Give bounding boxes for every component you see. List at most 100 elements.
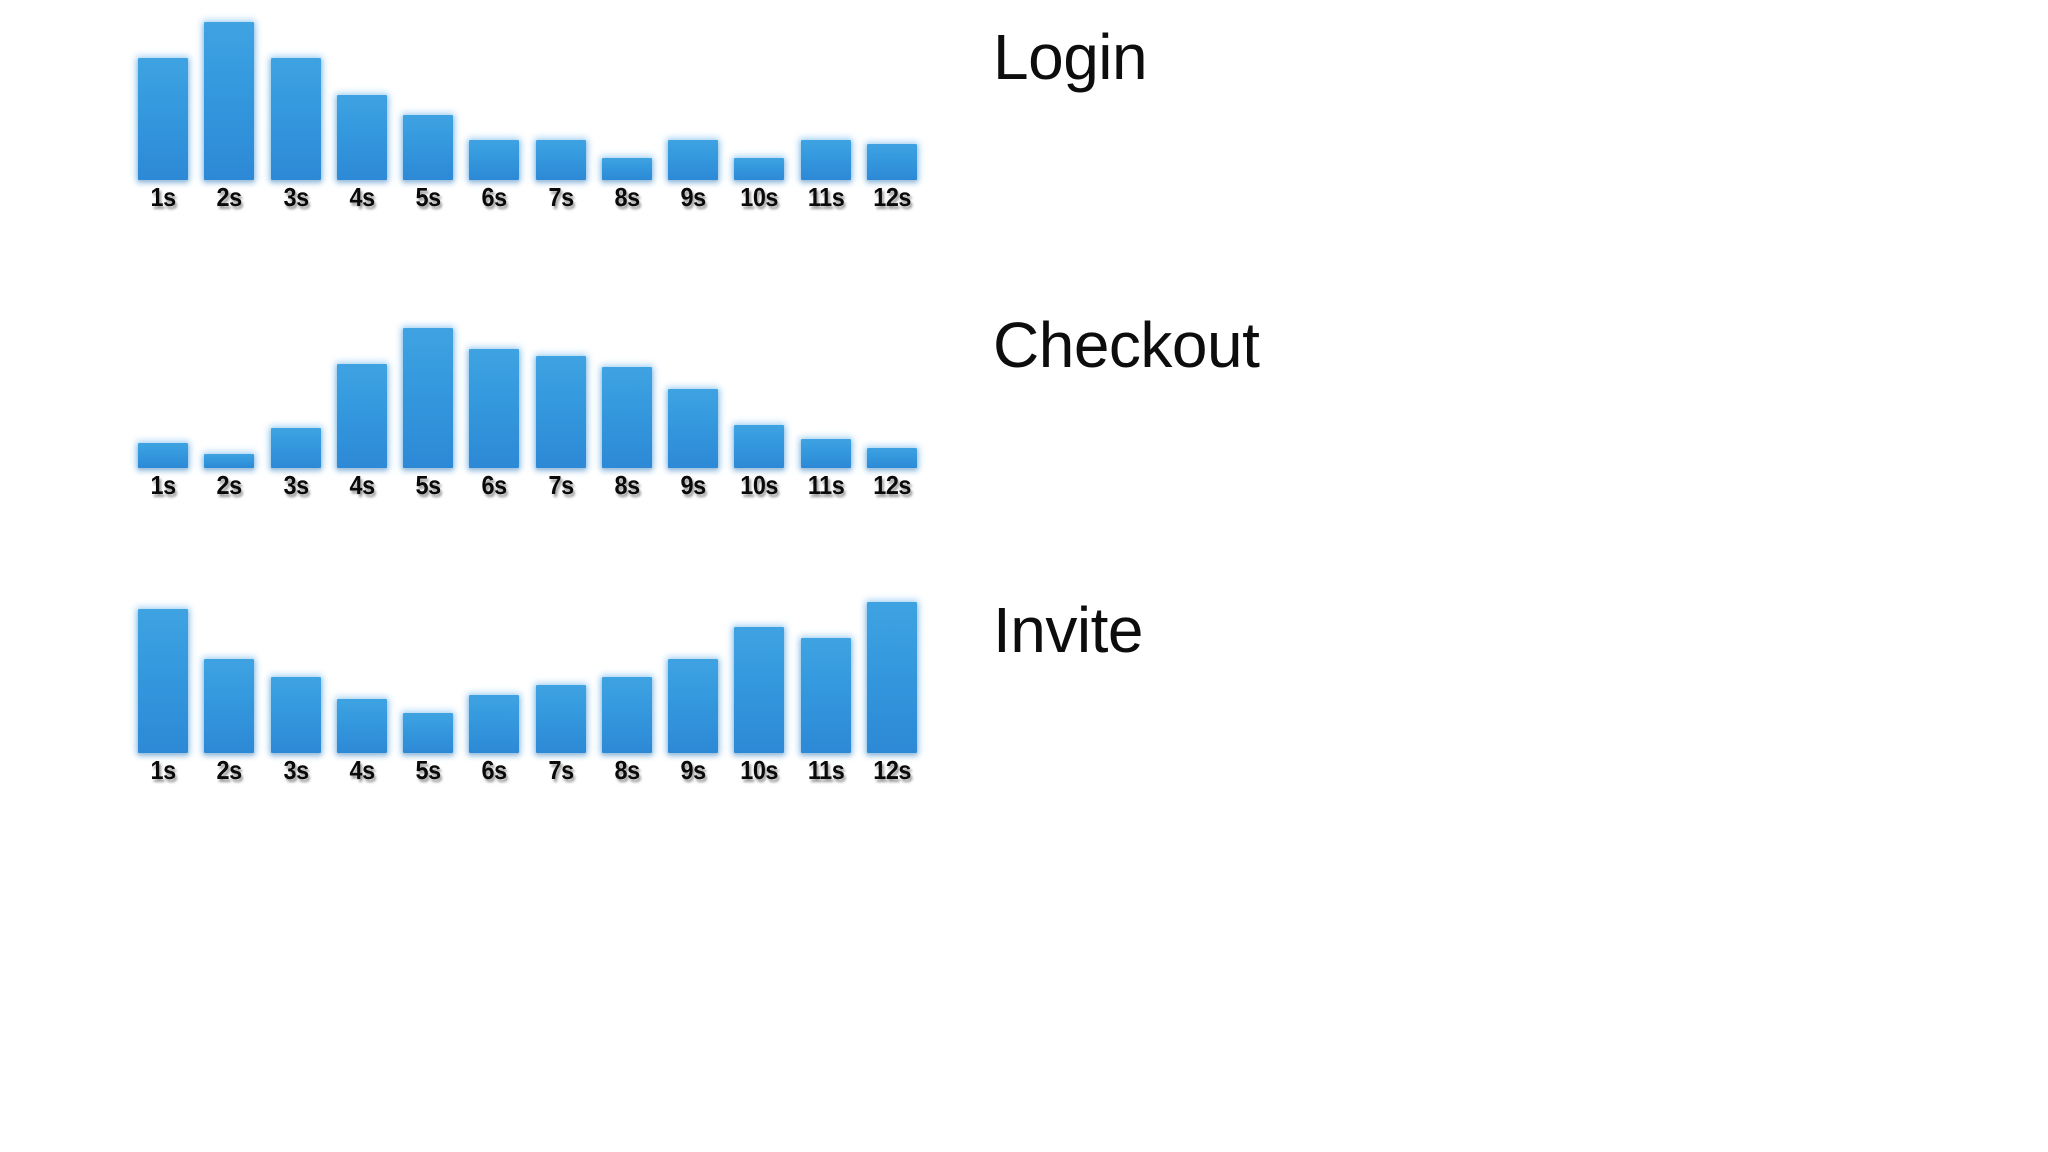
bar[interactable]: [469, 695, 520, 753]
bar-slot: [395, 573, 461, 753]
bar[interactable]: [204, 453, 255, 468]
bar-group-invite: [130, 573, 925, 753]
bar-slot: [793, 573, 859, 753]
tick-label: 2s: [216, 470, 243, 500]
bar[interactable]: [403, 713, 454, 753]
tick-label: 12s: [873, 182, 911, 212]
bar-slot: [461, 0, 527, 180]
bar[interactable]: [800, 140, 851, 180]
tick-label: 8s: [614, 182, 640, 212]
bar-slot: [594, 573, 660, 753]
bar-slot: [726, 0, 792, 180]
bar[interactable]: [734, 424, 785, 468]
bar[interactable]: [601, 158, 652, 180]
tick-label: 11s: [807, 182, 844, 212]
bar[interactable]: [270, 57, 321, 180]
bar[interactable]: [601, 677, 652, 753]
tick-label: 4s: [349, 755, 375, 785]
bar[interactable]: [204, 659, 255, 753]
bar[interactable]: [668, 140, 719, 180]
bar[interactable]: [866, 144, 917, 180]
bar-slot: [594, 288, 660, 468]
tick-label: 6s: [481, 182, 508, 212]
tick-label: 2s: [216, 182, 243, 212]
bar[interactable]: [270, 677, 321, 753]
bar[interactable]: [800, 439, 851, 468]
bar[interactable]: [866, 448, 917, 468]
bar-slot: [329, 0, 395, 180]
tick-label: 5s: [415, 470, 442, 500]
bar[interactable]: [734, 627, 785, 753]
tick-label: 11s: [807, 755, 844, 785]
chart-title-checkout: Checkout: [993, 309, 1260, 381]
bar[interactable]: [270, 428, 321, 468]
tick-label: 3s: [283, 755, 309, 785]
bar-slot: [196, 288, 262, 468]
bar[interactable]: [336, 95, 387, 180]
tick-label: 2s: [216, 755, 243, 785]
tick-label: 7s: [548, 755, 574, 785]
bar-slot: [660, 288, 726, 468]
tick-label: 8s: [614, 470, 640, 500]
bar[interactable]: [138, 609, 189, 753]
bar[interactable]: [668, 388, 719, 468]
bar[interactable]: [138, 57, 189, 180]
bar-slot: [263, 573, 329, 753]
bar[interactable]: [469, 140, 520, 180]
tick-label: 12s: [873, 755, 911, 785]
tick-label: 9s: [680, 470, 707, 500]
bar-slot: [528, 288, 594, 468]
tick-label: 3s: [283, 470, 309, 500]
tick-label: 5s: [415, 182, 442, 212]
bar[interactable]: [866, 601, 917, 753]
bar-slot: [461, 288, 527, 468]
bar-slot: [793, 0, 859, 180]
chart-title-invite: Invite: [993, 594, 1143, 666]
bar[interactable]: [469, 349, 520, 468]
bar[interactable]: [535, 684, 586, 753]
bar[interactable]: [336, 363, 387, 468]
bar-slot: [263, 0, 329, 180]
tick-label: 1s: [150, 470, 177, 500]
bar-slot: [859, 288, 925, 468]
bar-slot: [130, 288, 196, 468]
bar[interactable]: [668, 659, 719, 753]
tick-label: 4s: [349, 182, 375, 212]
bar-slot: [793, 288, 859, 468]
tick-label: 8s: [614, 755, 640, 785]
bar-slot: [528, 573, 594, 753]
bar[interactable]: [403, 327, 454, 468]
bar-slot: [329, 573, 395, 753]
tick-label: 7s: [548, 182, 574, 212]
bar[interactable]: [138, 442, 189, 468]
bar[interactable]: [734, 158, 785, 180]
tick-label: 10s: [740, 470, 779, 500]
tick-label: 6s: [481, 755, 508, 785]
bar[interactable]: [403, 115, 454, 180]
tick-label: 10s: [740, 182, 779, 212]
bar-slot: [660, 0, 726, 180]
bar-group-checkout: [130, 288, 925, 468]
tick-label: 1s: [150, 755, 177, 785]
bar-slot: [859, 573, 925, 753]
bar-slot: [726, 573, 792, 753]
bar-slot: [395, 288, 461, 468]
tick-label: 9s: [680, 182, 707, 212]
bar-slot: [726, 288, 792, 468]
bar[interactable]: [204, 21, 255, 180]
bar[interactable]: [336, 699, 387, 753]
bar[interactable]: [535, 356, 586, 468]
bar[interactable]: [535, 140, 586, 180]
tick-label: 6s: [481, 470, 508, 500]
tick-label: 12s: [873, 470, 911, 500]
bar[interactable]: [601, 367, 652, 468]
bar[interactable]: [800, 637, 851, 753]
bar-slot: [329, 288, 395, 468]
